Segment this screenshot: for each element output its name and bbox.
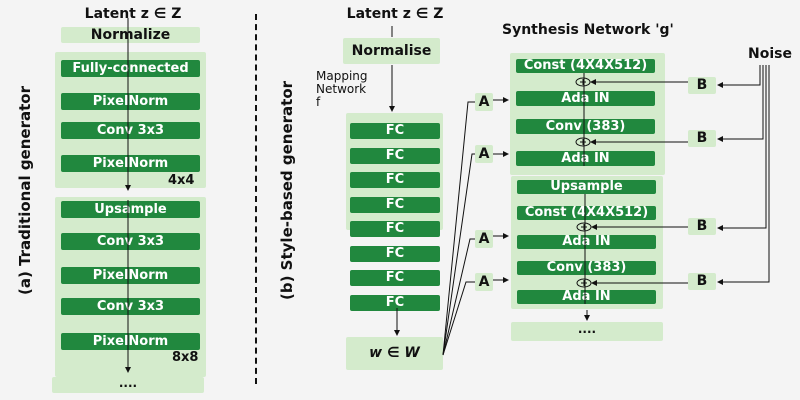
mapping-label-line2: Network [316, 82, 367, 96]
style-a-box-3: A [475, 230, 493, 248]
left-pixelnorm-2: PixelNorm [61, 155, 200, 172]
left-conv-1: Conv 3x3 [61, 122, 200, 139]
style-a-box-4: A [475, 273, 493, 291]
conv-383-1: Conv (383) [516, 119, 655, 134]
noise-b-box-1: B [688, 77, 716, 94]
fc-layer-6: FC [350, 246, 440, 262]
const-1: Const (4X4X512) [516, 59, 655, 73]
left-pixelnorm-1: PixelNorm [61, 93, 200, 110]
upsample-2: Upsample [517, 180, 656, 194]
right-ellipsis-box: .... [511, 322, 663, 341]
left-conv-3: Conv 3x3 [61, 298, 200, 315]
w-to-a4 [442, 281, 475, 356]
const-2: Const (4X4X512) [517, 206, 656, 220]
fc-layer-7: FC [350, 270, 440, 286]
conv-383-2: Conv (383) [517, 261, 656, 275]
noise-label: Noise [748, 46, 792, 62]
left-conv-2: Conv 3x3 [61, 233, 200, 250]
fc-layer-5: FC [350, 221, 440, 237]
w-latent-box: w ∈ W [346, 337, 443, 370]
style-a-box-2: A [475, 145, 493, 163]
fc-layer-2: FC [350, 148, 440, 164]
fc-layer-4: FC [350, 197, 440, 213]
fc-layer-3: FC [350, 172, 440, 188]
mapping-network-label: Mapping Network f [316, 70, 368, 109]
noise-b-box-3: B [688, 218, 716, 235]
left-pixelnorm-3: PixelNorm [61, 267, 200, 284]
adain-3: Ada IN [517, 235, 656, 249]
left-latent-label: Latent z ∈ Z [84, 6, 182, 22]
adain-4: Ada IN [517, 290, 656, 304]
res-8x8-label: 8x8 [172, 350, 199, 365]
fc-layer-1: FC [350, 123, 440, 139]
style-a-box-1: A [475, 93, 493, 111]
adain-1: Ada IN [516, 91, 655, 106]
noise-b-box-2: B [688, 130, 716, 147]
adain-2: Ada IN [516, 151, 655, 166]
res-4x4-label: 4x4 [168, 173, 195, 188]
left-ellipsis-box: .... [52, 377, 204, 393]
section-divider [255, 14, 257, 384]
fc-layer-8: FC [350, 295, 440, 311]
left-upsample: Upsample [61, 201, 200, 218]
left-fc: Fully-connected [61, 60, 200, 77]
w-to-a3 [442, 238, 475, 356]
w-to-a2 [442, 153, 475, 356]
right-latent-label: Latent z ∈ Z [346, 6, 444, 22]
normalise-box: Normalise [343, 38, 440, 64]
mapping-label-line1: Mapping [316, 69, 368, 83]
w-to-a1 [442, 101, 475, 356]
noise-b-box-4: B [688, 273, 716, 290]
mapping-label-line3: f [316, 95, 321, 109]
synthesis-network-title: Synthesis Network 'g' [502, 22, 674, 38]
left-normalize-box: Normalize [61, 27, 200, 43]
left-pixelnorm-4: PixelNorm [61, 333, 200, 350]
